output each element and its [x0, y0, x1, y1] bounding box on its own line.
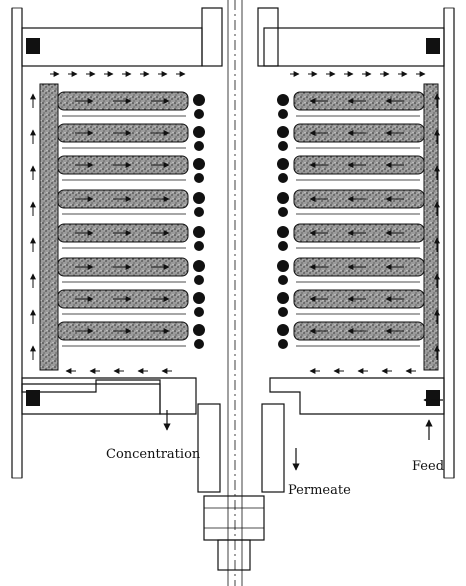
o-ring-ball: [278, 241, 288, 251]
o-ring-ball: [278, 173, 288, 183]
o-ring-ball: [278, 339, 288, 349]
o-ring-ball: [277, 324, 289, 336]
o-ring-ball: [278, 307, 288, 317]
membrane-column-left: [39, 83, 59, 371]
o-ring-ball: [193, 158, 205, 170]
label-concentration: Concentration: [106, 447, 201, 462]
o-ring-ball: [278, 207, 288, 217]
o-ring-ball: [193, 324, 205, 336]
o-ring-ball: [194, 275, 204, 285]
o-ring-ball: [194, 339, 204, 349]
flow-arrows: [30, 71, 440, 374]
label-permeate: Permeate: [288, 483, 351, 498]
housing-left-wall: [11, 7, 23, 479]
o-ring-ball: [193, 192, 205, 204]
o-ring-ball: [278, 275, 288, 285]
o-ring-ball: [277, 260, 289, 272]
o-ring-seals: [193, 94, 289, 349]
o-ring-ball: [193, 292, 205, 304]
o-ring-ball: [193, 260, 205, 272]
membrane-stack-left: [39, 83, 189, 371]
o-ring-ball: [277, 292, 289, 304]
o-ring-ball: [277, 226, 289, 238]
o-ring-ball: [194, 241, 204, 251]
housing-right-wall: [443, 7, 455, 479]
o-ring-ball: [193, 226, 205, 238]
membrane-stack-right: [293, 83, 439, 371]
o-ring-ball: [194, 307, 204, 317]
o-ring-ball: [277, 126, 289, 138]
o-ring-ball: [277, 192, 289, 204]
label-feed: Feed: [412, 459, 444, 474]
top-end-plate: [21, 7, 445, 67]
o-ring-ball: [278, 141, 288, 151]
permeate-tube: [197, 0, 285, 586]
bottom-end-plate: [21, 377, 445, 415]
hex-nut: [203, 495, 265, 571]
o-ring-ball: [194, 173, 204, 183]
o-ring-ball: [193, 94, 205, 106]
o-ring-ball: [194, 109, 204, 119]
o-ring-ball: [194, 207, 204, 217]
o-ring-ball: [194, 141, 204, 151]
o-ring-ball: [277, 94, 289, 106]
o-ring-ball: [193, 126, 205, 138]
o-ring-ball: [278, 109, 288, 119]
o-ring-ball: [277, 158, 289, 170]
membrane-column-right: [423, 83, 439, 371]
